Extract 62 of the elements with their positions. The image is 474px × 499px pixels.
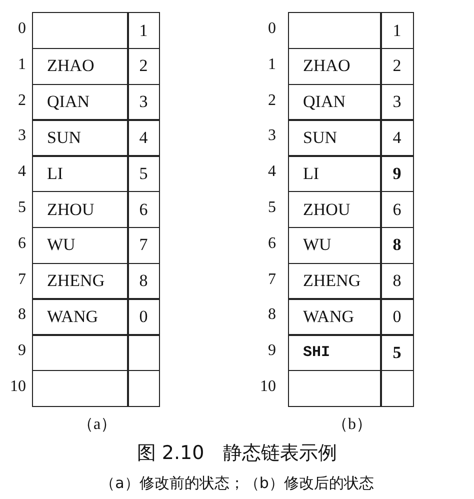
- row-index: 0: [17, 20, 26, 38]
- table-cell: WU: [32, 226, 128, 264]
- table-cell: WANG: [288, 298, 382, 336]
- table-cell: WANG: [32, 298, 128, 336]
- table-cell: 5: [380, 334, 414, 372]
- row-index: 0: [267, 20, 276, 38]
- table-cell: 4: [127, 119, 160, 157]
- row-index: 2: [267, 92, 276, 110]
- row-index: 6: [267, 234, 276, 253]
- row-index: 5: [267, 198, 276, 217]
- row-index: 10: [259, 378, 276, 396]
- table-cell: 0: [380, 298, 414, 336]
- table-cell: 7: [127, 226, 160, 264]
- row-index: 1: [267, 56, 276, 74]
- figure-title: 图 2.10 静态链表示例: [136, 441, 338, 466]
- table-cell: ZHENG: [32, 262, 128, 300]
- row-index: 3: [17, 127, 26, 146]
- table-cell: 8: [380, 226, 414, 264]
- row-index: 5: [17, 198, 26, 217]
- table-cell: LI: [32, 155, 128, 192]
- table-cell: ZHOU: [32, 191, 128, 228]
- table-cell: 6: [127, 191, 160, 228]
- table-cell: WU: [288, 226, 382, 264]
- subfigure-label: （a）: [77, 415, 117, 435]
- table-cell: 3: [127, 84, 160, 121]
- table-cell: 3: [380, 84, 414, 121]
- table-cell: QIAN: [32, 84, 128, 121]
- row-index: 8: [267, 306, 276, 324]
- row-index: 7: [17, 270, 26, 288]
- table-cell: 9: [380, 155, 414, 192]
- table-cell: 8: [380, 262, 414, 300]
- row-index: 1: [17, 56, 26, 74]
- table-cell: SUN: [288, 119, 382, 157]
- row-index: 7: [267, 270, 276, 288]
- table-cell: SUN: [32, 119, 128, 157]
- row-index: 10: [9, 378, 26, 396]
- row-index: 4: [17, 163, 26, 182]
- table-cell: 4: [380, 119, 414, 157]
- table-cell: SHI: [288, 334, 382, 372]
- table-cell: 1: [127, 12, 160, 50]
- row-index: 6: [17, 234, 26, 253]
- table-cell: LI: [288, 155, 382, 192]
- table-cell: 6: [380, 191, 414, 228]
- table-cell: ZHENG: [288, 262, 382, 300]
- table-cell: QIAN: [288, 84, 382, 121]
- table-cell: 1: [380, 12, 414, 50]
- row-index: 4: [267, 163, 276, 182]
- table-cell: 5: [127, 155, 160, 192]
- subfigure-label: （b）: [332, 415, 372, 435]
- table-cell: 8: [127, 262, 160, 300]
- table-cell: 2: [127, 48, 160, 86]
- table-cell: ZHAO: [288, 48, 382, 86]
- row-index: 2: [17, 92, 26, 110]
- table-cell: ZHAO: [32, 48, 128, 86]
- row-index: 8: [17, 306, 26, 324]
- table-cell: 2: [380, 48, 414, 86]
- row-index: 9: [267, 342, 276, 360]
- table-cell: ZHOU: [288, 191, 382, 228]
- figure-caption: （a）修改前的状态；（b）修改后的状态: [99, 474, 375, 493]
- row-index: 3: [267, 127, 276, 146]
- row-index: 9: [17, 342, 26, 360]
- table-cell: 0: [127, 298, 160, 336]
